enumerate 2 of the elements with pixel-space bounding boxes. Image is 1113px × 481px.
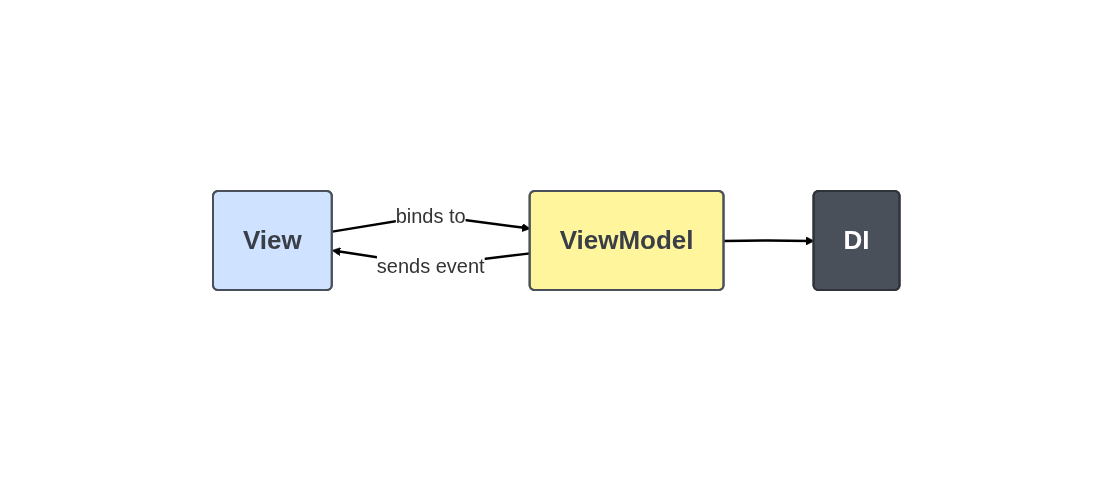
edge-label: sends event [377, 254, 485, 277]
edge-label: binds to [395, 204, 466, 227]
